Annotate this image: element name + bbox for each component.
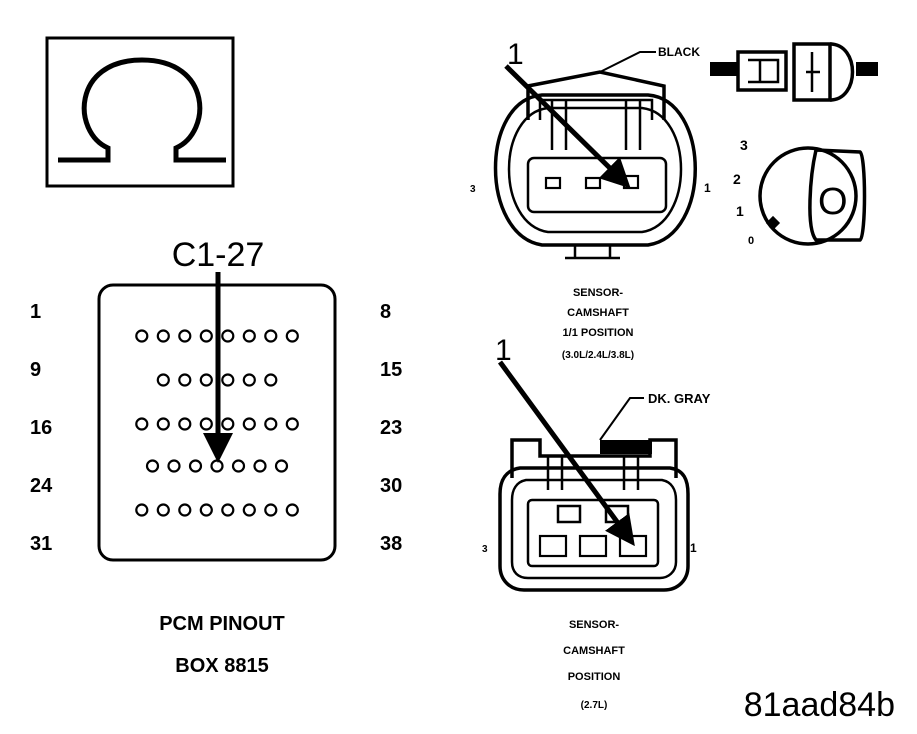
pcm-pin-grid — [135, 329, 299, 517]
pcm-pin — [221, 503, 235, 517]
pcm-pin — [178, 417, 192, 431]
pcm-pin — [145, 459, 160, 473]
pcm-pin — [285, 503, 299, 517]
pcm-row-label-right-15: 15 — [380, 359, 402, 381]
pcm-row-label-right-8: 8 — [380, 301, 391, 323]
pcm-row-label-left-9: 9 — [30, 359, 41, 381]
pcm-pin — [178, 503, 192, 517]
pcm-pin — [242, 373, 256, 387]
sensor-bottom-pin-2 — [578, 534, 608, 558]
terminal-illustration — [710, 42, 878, 102]
pcm-pin — [199, 329, 213, 343]
pcm-pin — [221, 373, 235, 387]
sensor-top-pin-1 — [622, 174, 640, 190]
sensor-top-connector: 1 BLACK 3 1 SENSOR- CAMSHAFT 1/1 POSITIO… — [470, 38, 711, 361]
figure-id: 81aad84b — [744, 686, 895, 724]
pcm-pin — [178, 373, 192, 387]
sensor-top-callout-arrow — [504, 64, 631, 189]
sensor-top-pin-2 — [584, 176, 602, 190]
sensor-bottom-caption-line1: SENSOR- — [569, 619, 619, 631]
sensor-bottom-caption-line3: POSITION — [568, 671, 621, 683]
pcm-pin — [199, 373, 213, 387]
pcm-pin — [231, 459, 246, 473]
pcm-caption-box: BOX 8815 — [175, 655, 268, 677]
pcm-pin — [264, 417, 278, 431]
sensor-bottom-pin-1 — [618, 534, 648, 558]
sensor-bottom-connector: 1 DK. GRAY 3 1 SENSOR- CAMSHAFT POSITION… — [482, 334, 711, 711]
pcm-pin — [135, 503, 149, 517]
pcm-pin — [199, 503, 213, 517]
pcm-pin — [242, 503, 256, 517]
pcm-pin — [274, 459, 289, 473]
pcm-pin — [221, 329, 235, 343]
key-notch-marker — [765, 215, 781, 231]
pcm-pinout: C1-27 1 9 16 24 31 8 15 23 30 38 PCM PIN… — [30, 236, 402, 677]
sensor-bottom-right-pin-number: 1 — [690, 541, 697, 555]
pcm-pin — [264, 373, 278, 387]
key-position-0: 0 — [748, 235, 754, 247]
sensor-bottom-left-pin-number: 3 — [482, 544, 488, 555]
pcm-caption-title: PCM PINOUT — [159, 613, 285, 635]
sensor-top-color-leader — [599, 51, 656, 73]
key-position-2: 2 — [733, 171, 741, 187]
pcm-row-label-right-23: 23 — [380, 417, 402, 439]
pcm-pin — [156, 503, 170, 517]
sensor-top-callout-label: 1 — [507, 38, 524, 71]
sensor-top-caption-line3: 1/1 POSITION — [563, 327, 634, 339]
sensor-bottom-caption-line2: CAMSHAFT — [563, 645, 625, 657]
key-letter: O — [818, 181, 848, 223]
sensor-top-caption-line2: CAMSHAFT — [567, 307, 629, 319]
pcm-pin — [242, 417, 256, 431]
sensor-top-left-pin-number: 3 — [470, 184, 476, 195]
pcm-pin — [156, 417, 170, 431]
pcm-pin — [199, 417, 213, 431]
pcm-row-label-left-1: 1 — [30, 301, 41, 323]
ohm-symbol-box — [45, 36, 235, 188]
sensor-bottom-callout-label: 1 — [495, 334, 512, 367]
pcm-pin — [188, 459, 203, 473]
pcm-pin — [285, 417, 299, 431]
sensor-bottom-pin-3 — [538, 534, 568, 558]
pcm-pin — [178, 329, 192, 343]
pcm-pin — [242, 329, 256, 343]
sensor-top-pin-3 — [544, 176, 562, 190]
pcm-row-label-right-30: 30 — [380, 475, 402, 497]
sensor-bottom-color-label: DK. GRAY — [648, 391, 711, 406]
pcm-row-label-right-38: 38 — [380, 533, 402, 555]
pcm-pin — [264, 503, 278, 517]
pcm-pin — [210, 459, 224, 473]
pcm-pin — [285, 329, 299, 343]
pcm-pin — [221, 417, 235, 431]
pcm-pin — [156, 373, 170, 387]
key-position-3: 3 — [740, 137, 748, 153]
key-position-indicator: O 3 2 1 0 — [733, 137, 867, 247]
pcm-row-label-left-31: 31 — [30, 533, 52, 555]
pcm-pin — [135, 329, 149, 343]
key-position-1: 1 — [736, 203, 744, 219]
pcm-pin — [156, 329, 170, 343]
sensor-top-color-label: BLACK — [658, 45, 700, 59]
pcm-row-label-left-16: 16 — [30, 417, 52, 439]
pcm-row-label-left-24: 24 — [30, 475, 53, 497]
pcm-pin — [264, 329, 278, 343]
ohm-icon — [58, 57, 226, 163]
sensor-bottom-color-leader — [599, 397, 644, 441]
pcm-pin — [167, 459, 181, 473]
sensor-bottom-caption-line4: (2.7L) — [581, 700, 608, 711]
sensor-bottom-callout-arrow — [497, 360, 635, 547]
pcm-callout-label: C1-27 — [172, 236, 265, 274]
sensor-top-caption-line1: SENSOR- — [573, 287, 623, 299]
pcm-pin — [135, 417, 149, 431]
sensor-top-caption-line4: (3.0L/2.4L/3.8L) — [562, 350, 634, 361]
sensor-top-right-pin-number: 1 — [704, 181, 711, 195]
pcm-pin — [253, 459, 267, 473]
